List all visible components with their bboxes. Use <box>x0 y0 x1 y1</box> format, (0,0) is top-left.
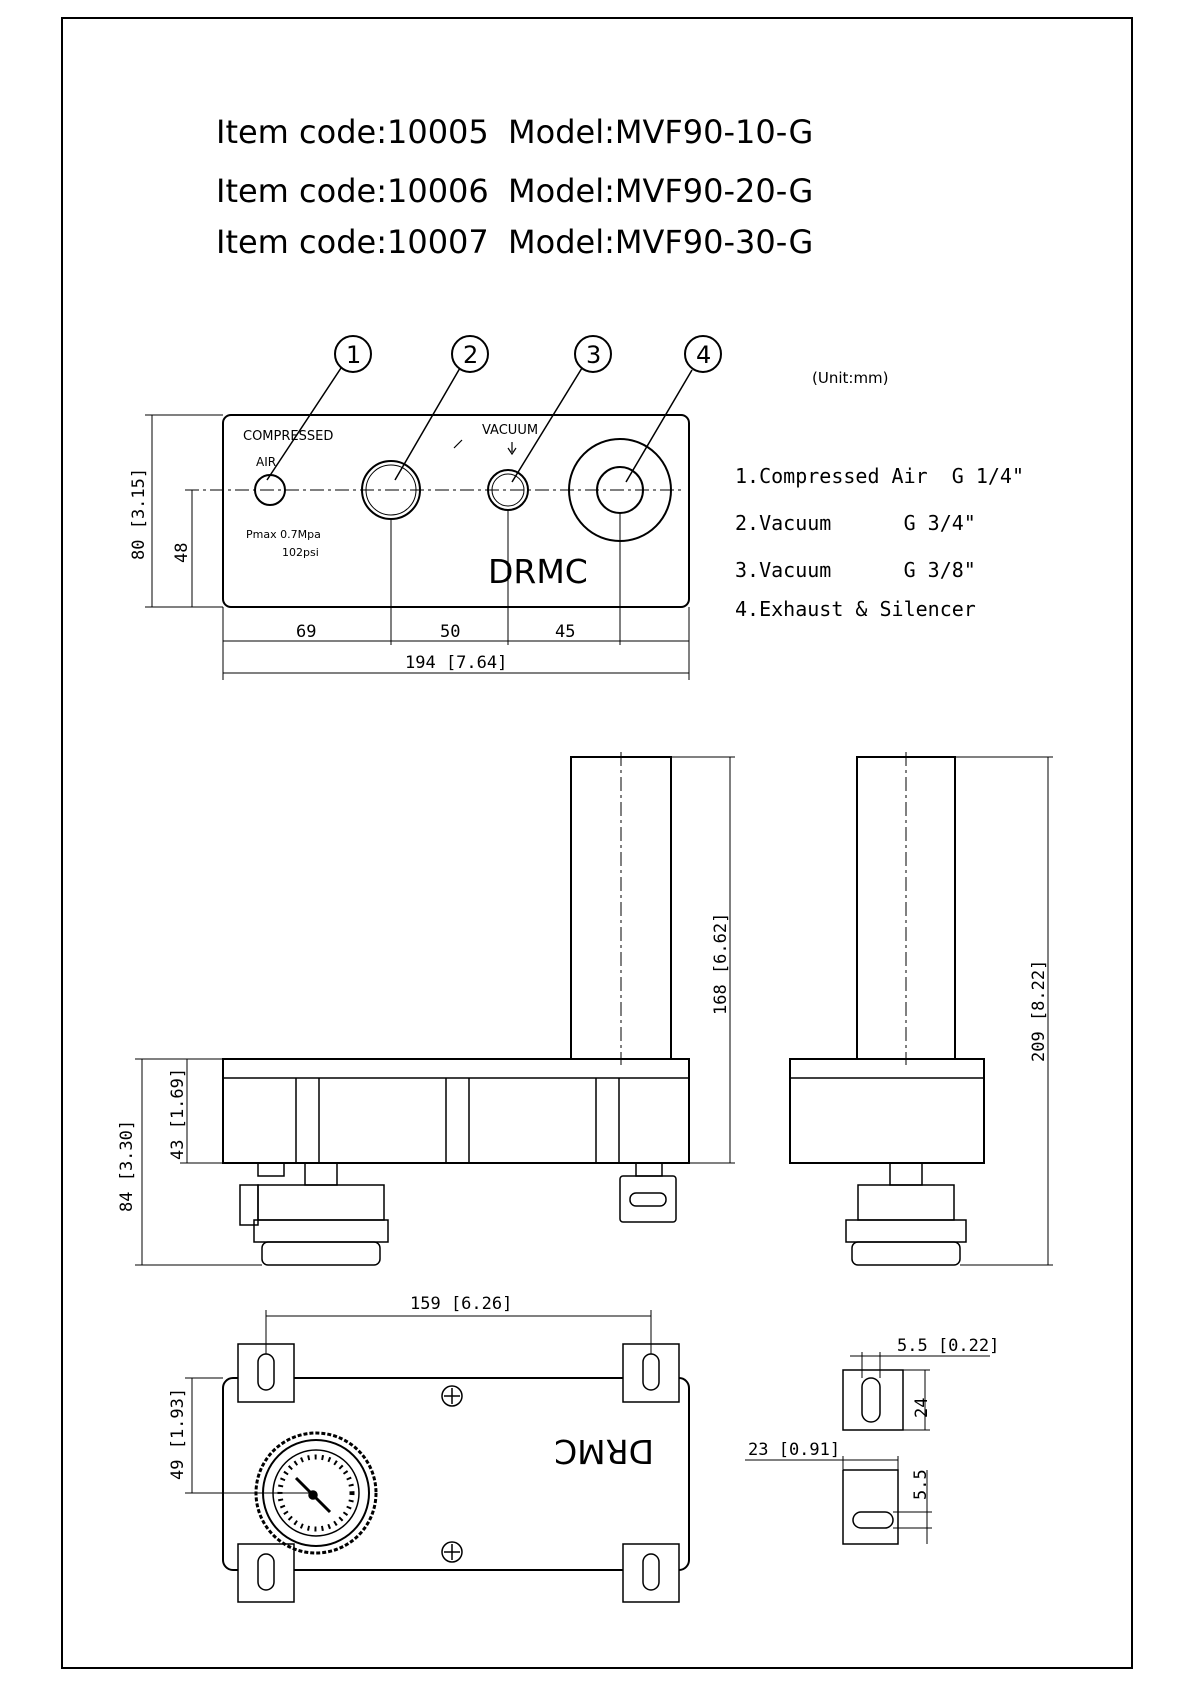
front-view-body <box>222 414 690 608</box>
bracket-detail-labels: 5.5 [0.22] 24 23 [0.91] 5.5 <box>748 1336 999 1500</box>
callout-2-leader <box>394 367 461 481</box>
bottom-view <box>185 1310 690 1603</box>
dim-height: 80 [3.15] <box>129 468 149 560</box>
dim-tube-height: 168 [6.62] <box>711 913 731 1015</box>
dim-hole-spacing: 159 [6.26] <box>410 1294 512 1314</box>
detail-bracket-face <box>842 1369 904 1431</box>
dim-overall-height: 209 [8.22] <box>1029 960 1049 1062</box>
side-gauge-stem <box>239 1184 259 1226</box>
unit-note: (Unit:mm) <box>812 369 889 387</box>
bottom-brand-mirrored: DRMC <box>554 1432 654 1471</box>
dim-d1: 69 <box>296 622 316 642</box>
bracket-bottom-right <box>622 1543 680 1603</box>
legend-item-1: 1.Compressed Air G 1/4" <box>735 464 1024 488</box>
legend-item-4: 4.Exhaust & Silencer <box>735 597 976 621</box>
end-view-labels: 209 [8.22] <box>1029 960 1049 1062</box>
side-gauge-knurl <box>253 1219 389 1243</box>
dim-total-height: 84 [3.30] <box>117 1120 137 1212</box>
port-2-inner <box>365 464 417 516</box>
end-gauge-knurl <box>845 1219 967 1243</box>
bracket-bottom-right-slot <box>642 1553 660 1591</box>
dim-d3: 45 <box>555 622 575 642</box>
callout-1-label: 1 <box>346 341 361 369</box>
dim-body-height: 43 [1.69] <box>168 1068 188 1160</box>
item-code-1: Item code:10005 <box>216 113 489 151</box>
callout-1-circle <box>334 335 372 373</box>
front-brand: DRMC <box>488 552 588 591</box>
bottom-view-labels: DRMC 159 [6.26] 49 [1.93] <box>168 1294 654 1480</box>
dim-port-height: 48 <box>172 543 192 563</box>
item-code-2: Item code:10006 <box>216 172 489 210</box>
legend-item-2: 2.Vacuum G 3/4" <box>735 511 976 535</box>
side-mount-right <box>635 1162 663 1177</box>
front-view-labels: 1 2 3 4 (Unit:mm) COMPRESSED AIR VACUUM … <box>129 341 889 673</box>
dim-gauge-offset: 49 [1.93] <box>168 1388 188 1480</box>
air-label: AIR <box>256 455 276 469</box>
vacuum-label: VACUUM <box>482 423 538 438</box>
screw-top <box>441 1385 463 1407</box>
callout-1-leader <box>266 364 344 481</box>
diagonal-arrow <box>453 439 463 449</box>
model-3: Model:MVF90-30-G <box>508 223 813 261</box>
port-legend: 1.Compressed Air G 1/4" 2.Vacuum G 3/4" … <box>735 464 1024 621</box>
vacuum-arrowhead <box>507 447 517 456</box>
psi-label: 102psi <box>282 546 319 559</box>
header-block: Item code:10005 Model:MVF90-10-G Item co… <box>216 113 813 261</box>
callout-3-leader <box>511 367 583 483</box>
end-gauge-lens <box>851 1241 961 1266</box>
end-body <box>789 1058 985 1164</box>
side-bracket <box>619 1175 677 1223</box>
side-fitting-nut <box>304 1162 338 1186</box>
callout-2-circle <box>451 335 489 373</box>
drawing-border <box>61 17 1133 1669</box>
detail-bracket-angle-slot <box>852 1511 894 1529</box>
dim-width: 194 [7.64] <box>405 653 507 673</box>
dim-slot-height: 5.5 <box>911 1469 931 1500</box>
port-3-inner <box>491 473 525 507</box>
side-view-labels: 43 [1.69] 84 [3.30] 168 [6.62] <box>117 913 731 1212</box>
callout-4-circle <box>684 335 722 373</box>
end-view <box>789 752 1053 1266</box>
dim-bracket-height: 24 <box>912 1398 932 1418</box>
callout-4-leader <box>625 369 693 483</box>
dim-slot-width: 5.5 [0.22] <box>897 1336 999 1356</box>
legend-item-3: 3.Vacuum G 3/8" <box>735 558 976 582</box>
callout-3-circle <box>574 335 612 373</box>
detail-bracket-angle <box>842 1469 899 1545</box>
item-code-3: Item code:10007 <box>216 223 489 261</box>
callout-3-label: 3 <box>586 341 601 369</box>
side-view <box>135 752 735 1266</box>
bracket-bottom-left <box>237 1543 295 1603</box>
end-gauge-housing <box>857 1184 955 1221</box>
dim-d2: 50 <box>440 622 460 642</box>
detail-bracket-slot <box>861 1377 881 1423</box>
front-view <box>145 335 722 680</box>
side-mount-left <box>257 1162 285 1177</box>
bracket-bottom-left-slot <box>257 1553 275 1591</box>
callout-4-label: 4 <box>696 341 711 369</box>
end-fitting-nut <box>889 1162 923 1186</box>
side-gauge-housing <box>257 1184 385 1221</box>
bracket-detail <box>745 1352 990 1545</box>
dim-bracket-depth: 23 [0.91] <box>748 1440 840 1460</box>
gauge-pivot <box>308 1490 318 1500</box>
model-2: Model:MVF90-20-G <box>508 172 813 210</box>
screw-bottom <box>441 1541 463 1563</box>
compressed-label: COMPRESSED <box>243 429 333 444</box>
side-bracket-slot <box>629 1192 667 1207</box>
bottom-body <box>222 1377 690 1571</box>
callout-2-label: 2 <box>463 341 478 369</box>
model-1: Model:MVF90-10-G <box>508 113 813 151</box>
side-body <box>222 1058 690 1164</box>
side-gauge-lens <box>261 1241 381 1266</box>
pmax-label: Pmax 0.7Mpa <box>246 528 321 541</box>
